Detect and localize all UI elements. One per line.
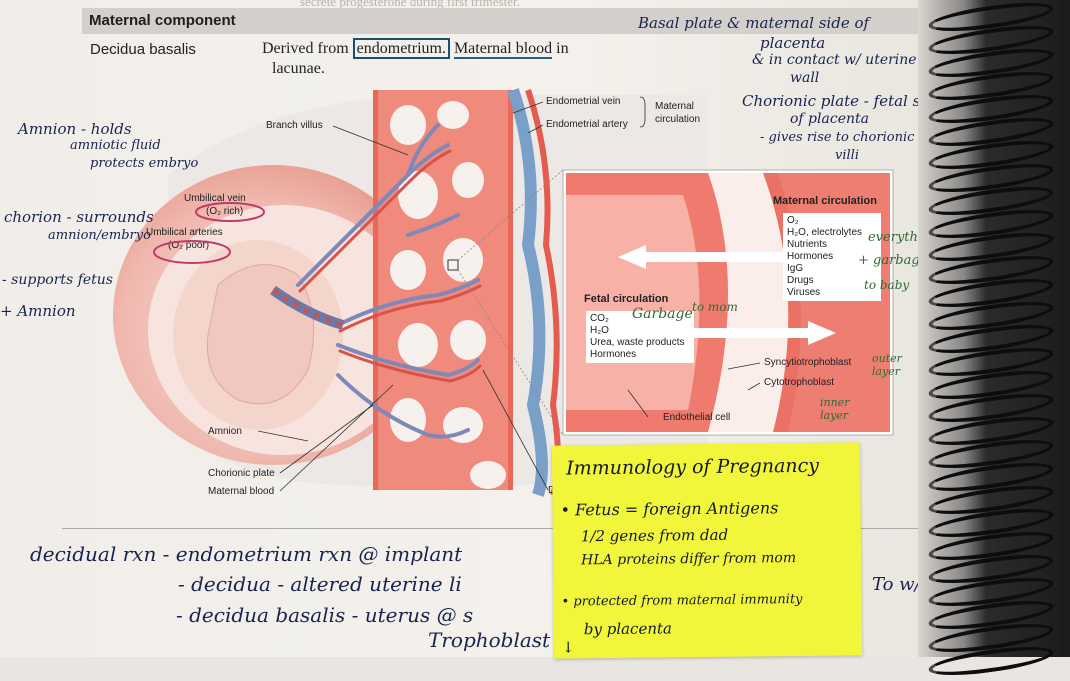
label-syncytiotrophoblast: Syncytiotrophoblast — [764, 357, 852, 368]
row-description: Derived from endometrium. Maternal blood… — [262, 38, 592, 79]
note-decidua-basalis: - decidua basalis - uterus @ s — [176, 603, 474, 627]
label-umbilical-vein-sub: (O₂ rich) — [206, 206, 244, 217]
label-umbilical-arteries-sub: (O₂ poor) — [168, 240, 210, 251]
inset-fetal-title: Fetal circulation — [584, 293, 669, 305]
sticky-line-5: by placenta — [583, 619, 673, 639]
label-branch-villus: Branch villus — [266, 120, 323, 131]
note-decidual-rxn: decidual rxn - endometrium rxn @ implant — [30, 542, 463, 566]
desc-boxed-term: endometrium. — [352, 38, 450, 59]
label-amnion: Amnion — [208, 426, 242, 437]
sticky-note: Immunology of Pregnancy • Fetus = foreig… — [551, 442, 863, 659]
maternal-circulation-item: IgG — [787, 263, 804, 274]
maternal-circulation-item: H₂O, electrolytes — [787, 227, 863, 238]
note-basal-plate-1: Basal plate & maternal side of — [638, 14, 870, 32]
note-to-w: To w/ — [872, 574, 921, 595]
note-decidua-altered: - decidua - altered uterine li — [178, 572, 462, 596]
fetal-circulation-item: Urea, waste products — [590, 337, 685, 348]
maternal-circulation-item: Nutrients — [787, 239, 828, 250]
placenta-diagram: Branch villus Endometrial vein Endometri… — [108, 85, 916, 505]
fetal-circulation-item: H₂O — [590, 325, 609, 336]
note-chorionic-plate-2: of placenta — [790, 111, 869, 127]
desc-underlined-term: Maternal blood — [453, 40, 553, 59]
fetal-circulation-item: Hormones — [590, 349, 637, 360]
sticky-line-4: • protected from maternal immunity — [561, 592, 803, 610]
label-maternal-circulation-brace: Maternal circulation — [655, 101, 701, 125]
note-amnion-2: amniotic fluid — [70, 138, 161, 153]
desc-post: in — [552, 40, 569, 57]
maternal-circulation-item: Viruses — [787, 287, 821, 298]
label-chorionic-plate: Chorionic plate — [208, 468, 275, 479]
sticky-line-6: ↓ — [561, 638, 575, 657]
note-supports-1: - supports fetus — [2, 272, 113, 288]
desc-pre: Derived from — [262, 40, 353, 57]
maternal-circulation-item: O₂ — [787, 215, 799, 226]
note-chorion-1: chorion - surrounds — [4, 208, 154, 226]
note-amnion-1: Amnion - holds — [18, 120, 132, 138]
note-trophoblast: Trophoblast — [428, 628, 551, 652]
sticky-line-3: HLA proteins differ from mom — [581, 550, 797, 569]
label-umbilical-vein: Umbilical vein — [184, 193, 246, 204]
faded-top-text: secrete progesterone during first trimes… — [300, 0, 520, 9]
note-outer-layer: outer layer — [872, 352, 902, 378]
label-maternal-blood: Maternal blood — [208, 486, 275, 497]
note-to-mom: to mom — [692, 300, 738, 314]
note-supports-2: + Amnion — [0, 302, 76, 320]
label-umbilical-arteries: Umbilical arteries — [146, 227, 223, 238]
note-chorion-2: amnion/embryo — [48, 228, 151, 243]
inset-maternal-title: Maternal circulation — [773, 195, 877, 207]
row-label: Decidua basalis — [90, 41, 196, 58]
section-divider — [62, 528, 932, 529]
note-garbage: Garbage — [632, 306, 693, 322]
label-endothelial-cell: Endothelial cell — [663, 412, 731, 423]
note-chorionic-plate-3: - gives rise to chorionic — [760, 130, 915, 145]
section-header: Maternal component — [82, 8, 922, 34]
note-inner-layer: inner layer — [820, 396, 850, 422]
note-basal-plate-2: placenta — [760, 34, 826, 52]
maternal-circulation-item: Hormones — [787, 251, 834, 262]
note-plus-garbage: + garbage — [858, 253, 928, 268]
label-endometrial-artery: Endometrial artery — [546, 119, 628, 130]
note-amnion-3: protects embryo — [90, 156, 199, 171]
fetal-circulation-item: CO₂ — [590, 313, 609, 324]
label-cytotrophoblast: Cytotrophoblast — [764, 377, 835, 388]
note-basal-plate-3: & in contact w/ uterine — [752, 52, 917, 68]
note-to-baby: to baby — [864, 278, 910, 292]
label-endometrial-vein: Endometrial vein — [546, 96, 621, 107]
note-chorionic-plate-4: villi — [835, 148, 859, 163]
placenta-illustration — [113, 88, 894, 497]
maternal-circulation-item: Drugs — [787, 275, 814, 286]
desc-line2: lacunae. — [272, 60, 325, 77]
note-basal-plate-4: wall — [790, 70, 820, 86]
red-marker-circles — [153, 202, 265, 264]
section-title: Maternal component — [89, 12, 236, 29]
spiral-binding — [918, 0, 1070, 657]
note-chorionic-plate-1: Chorionic plate - fetal side — [742, 92, 944, 110]
sticky-line-2: 1/2 genes from dad — [580, 525, 729, 546]
sticky-title: Immunology of Pregnancy — [566, 454, 820, 480]
sticky-line-1: • Fetus = foreign Antigens — [560, 498, 779, 520]
